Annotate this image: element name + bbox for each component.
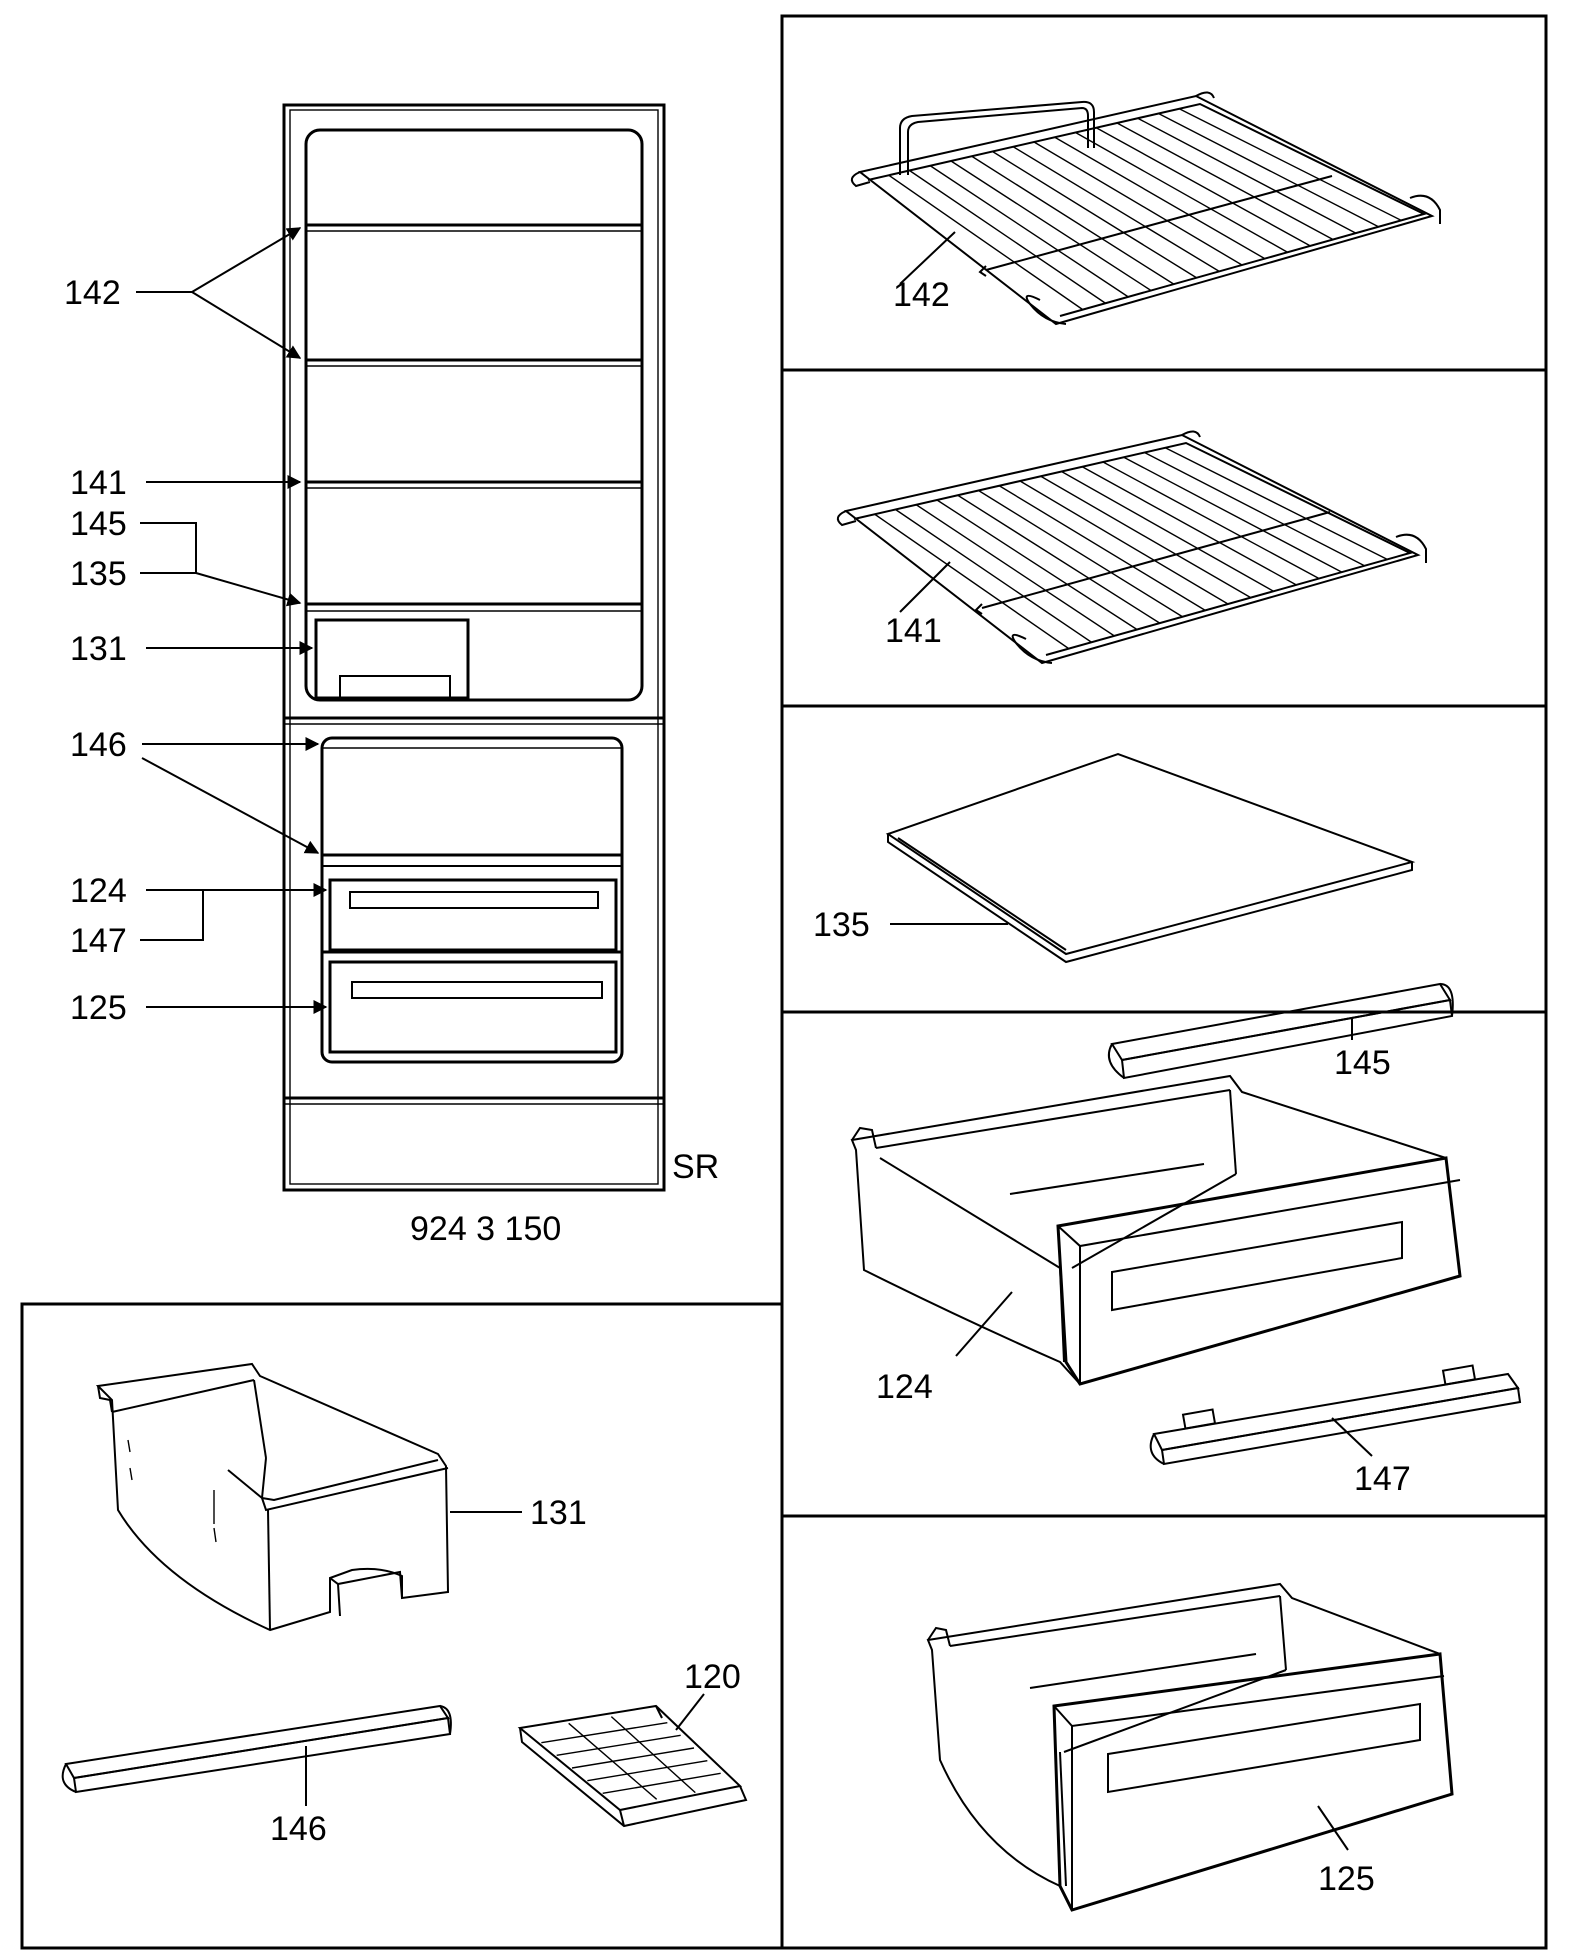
glass-shelf-135: 135	[813, 752, 1416, 964]
shelf-wire	[1102, 461, 1320, 580]
callout-124: 124	[70, 872, 127, 910]
wire-shelf-141: 141	[836, 430, 1427, 665]
part-label-147: 147	[1354, 1460, 1411, 1498]
shelf-wire	[971, 155, 1175, 285]
part-label-124: 124	[876, 1368, 933, 1406]
shelf-wire	[1081, 466, 1297, 586]
shelf-wire	[1095, 127, 1311, 247]
cabinet-callout-labels: 142 141 145 135 131 146 124 147 125 SR 9…	[64, 274, 719, 1248]
panel-frames	[20, 14, 1548, 1950]
ice-cube-tray-120: 120	[517, 1658, 748, 1828]
shelf-wire	[1012, 146, 1220, 272]
callout-131: 131	[70, 630, 127, 668]
shelf-trim-145: 145	[1108, 982, 1454, 1082]
drawer-handle-trim-147: 147	[1149, 1364, 1522, 1498]
freezer-drawer-124: 124	[850, 1074, 1462, 1406]
tray-divider	[541, 1721, 668, 1744]
tray-divider	[602, 1772, 721, 1795]
shelf-wire	[936, 499, 1138, 631]
cabinet-callout-lines	[136, 227, 328, 1014]
model-number: 924 3 150	[410, 1210, 561, 1248]
tray-divider	[556, 1734, 681, 1757]
part-label-125: 125	[1318, 1860, 1375, 1898]
shelf-wire	[1158, 112, 1379, 228]
callout-145: 145	[70, 505, 127, 543]
callout-141: 141	[70, 464, 127, 502]
shelf-wire	[1075, 131, 1288, 253]
shelf-wire	[895, 508, 1092, 643]
part-label-120: 120	[684, 1658, 741, 1696]
wire-shelf-with-rail-142: 142	[850, 91, 1441, 326]
part-label-141: 141	[885, 612, 942, 650]
tray-divider	[587, 1759, 708, 1782]
shelf-wire	[1061, 470, 1274, 592]
shelf-wire	[1019, 480, 1229, 605]
shelf-wire	[1054, 136, 1266, 260]
callout-142: 142	[64, 274, 121, 312]
callout-146: 146	[70, 726, 127, 764]
refrigerator-cabinet	[282, 103, 666, 1192]
shelf-wire	[1123, 456, 1343, 573]
shelf-wire	[874, 513, 1070, 650]
callout-147: 147	[70, 922, 127, 960]
shelf-wire	[1178, 108, 1402, 222]
shelf-wire	[929, 165, 1129, 298]
shelf-wire	[909, 169, 1106, 304]
shelf-wire	[978, 489, 1183, 618]
shelf-wire	[992, 150, 1197, 279]
shelf-wire	[888, 174, 1084, 311]
freezer-drawer-125: 125	[926, 1582, 1454, 1912]
part-label-146: 146	[270, 1810, 327, 1848]
callout-125: 125	[70, 989, 127, 1027]
tray-divider	[571, 1747, 695, 1769]
shelf-wire	[950, 160, 1152, 292]
crisper-tray-131: 131	[95, 1362, 587, 1632]
part-label-131: 131	[530, 1494, 587, 1532]
part-label-142: 142	[893, 276, 950, 314]
shelf-wire	[1137, 117, 1357, 234]
callout-135: 135	[70, 555, 127, 593]
trim-strip-146: 146	[61, 1704, 452, 1848]
shelf-wire	[1144, 451, 1365, 567]
shelf-wire	[1040, 475, 1252, 599]
shelf-wire	[957, 494, 1161, 624]
shelf-wire	[1033, 141, 1243, 266]
part-label-135: 135	[813, 906, 870, 944]
part-label-145: 145	[1334, 1044, 1391, 1082]
shelf-wire	[915, 504, 1115, 637]
shelf-wire	[1116, 122, 1334, 241]
variant-code: SR	[672, 1148, 719, 1186]
shelf-wire	[1164, 447, 1388, 561]
shelf-wire	[998, 485, 1206, 611]
